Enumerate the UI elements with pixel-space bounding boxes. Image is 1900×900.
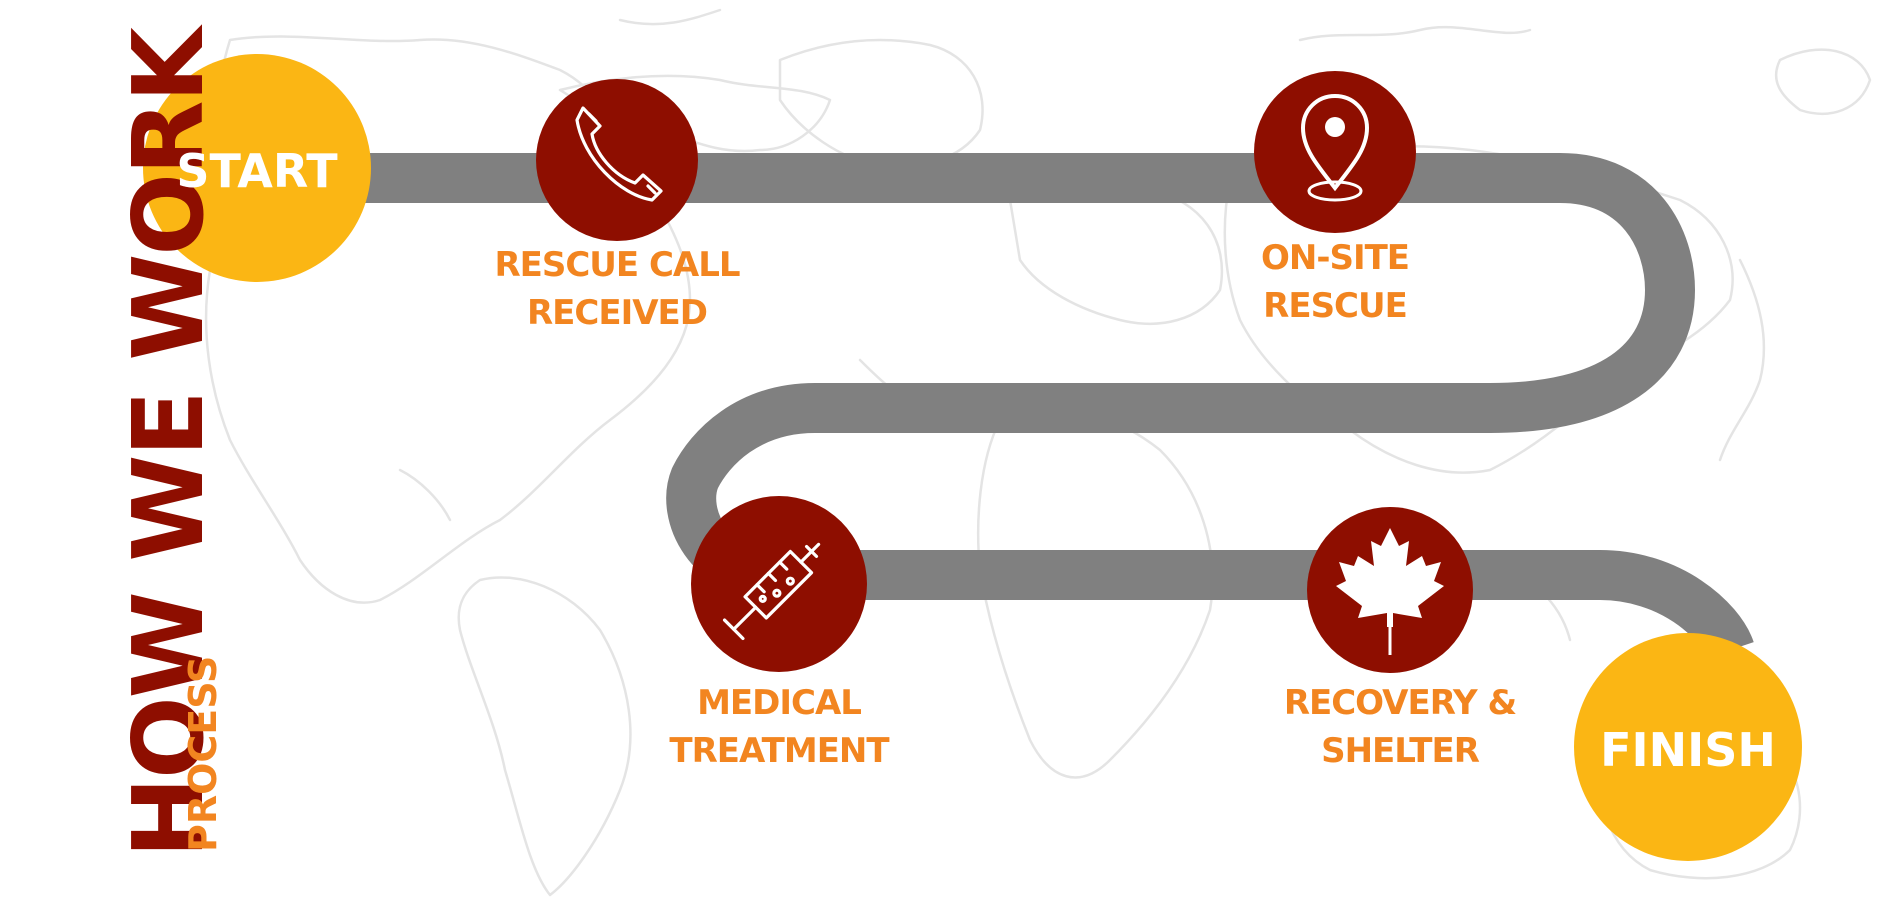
step-label-medical-treatment: MEDICAL TREATMENT [624,680,934,775]
step-rescue-call-node [536,79,698,241]
step-label-rescue-call: RESCUE CALL RECEIVED [447,242,787,337]
step-label-line: TREATMENT [669,730,889,771]
step-label-line: SHELTER [1321,730,1480,771]
step-recovery-shelter-node [1307,507,1473,673]
step-label-line: RESCUE CALL [494,245,740,285]
syringe-icon [722,542,821,641]
step-label-on-site-rescue: ON-SITE RESCUE [1185,235,1485,330]
step-label-line: RECEIVED [527,292,708,333]
step-label-recovery-shelter: RECOVERY & SHELTER [1245,680,1555,775]
step-label-line: RESCUE [1263,285,1408,326]
start-label: START [176,144,338,198]
step-label-line: MEDICAL [697,683,862,723]
step-circle [536,79,698,241]
maple-leaf-icon [1336,528,1444,655]
step-medical-treatment-node [691,496,867,672]
step-label-line: RECOVERY & [1283,683,1517,723]
step-label-line: ON-SITE [1260,238,1410,278]
winding-road [260,153,1754,660]
step-circle [1254,71,1416,233]
page-subtitle: PROCESS [181,655,225,852]
finish-label: FINISH [1600,723,1776,777]
finish-circle [1574,633,1802,861]
phone-icon [575,106,663,202]
step-on-site-rescue-node [1254,71,1416,233]
start-circle [143,54,371,282]
location-pin-icon [1300,93,1370,202]
step-circle [691,496,867,672]
